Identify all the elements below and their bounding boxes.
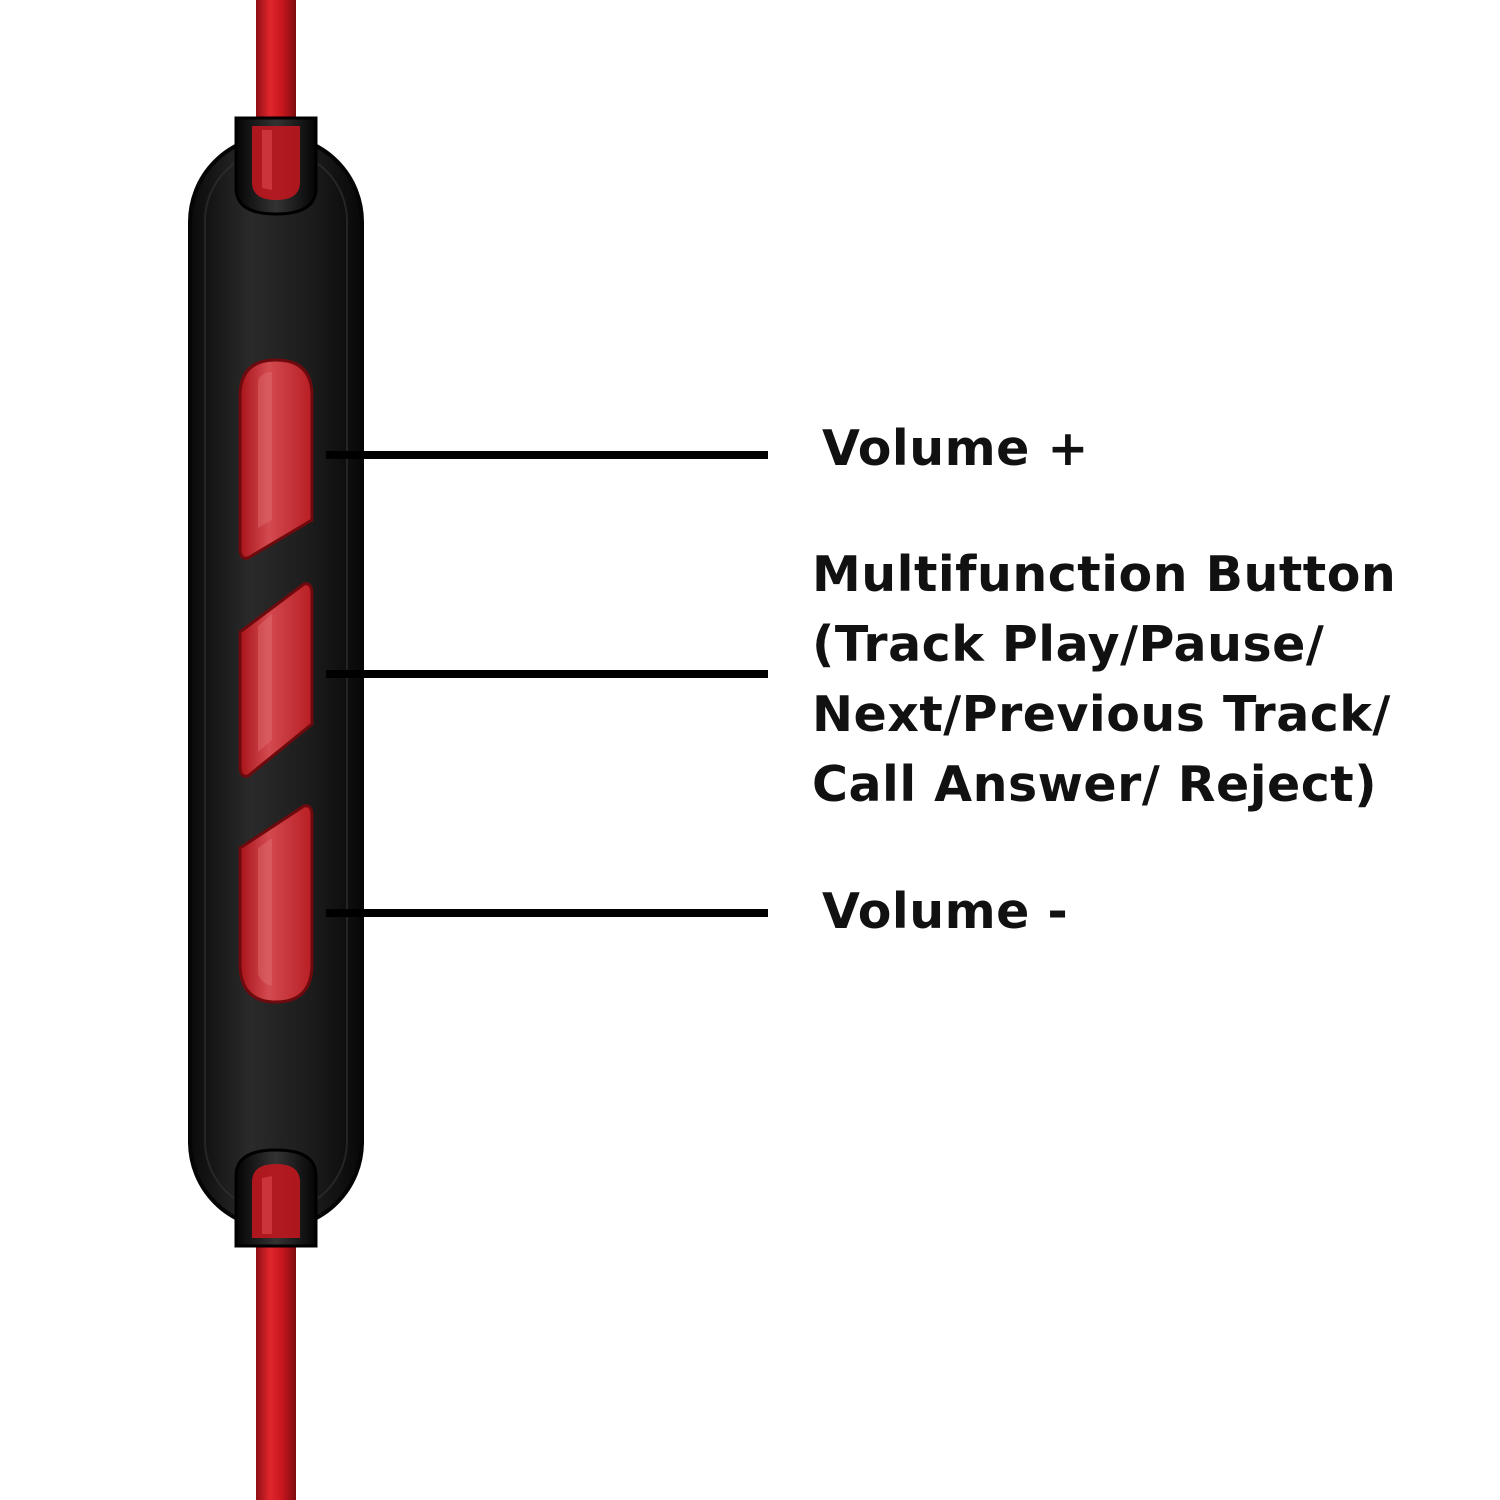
multifunction-label-line-1: Multifunction Button — [812, 540, 1396, 610]
multifunction-label: Multifunction Button (Track Play/Pause/ … — [812, 540, 1396, 820]
strain-relief-bottom — [236, 1150, 316, 1246]
volume-up-label: Volume + — [822, 414, 1089, 484]
volume-down-label: Volume - — [822, 877, 1068, 947]
strain-relief-top — [236, 118, 316, 214]
multifunction-label-line-3: Next/Previous Track/ — [812, 680, 1396, 750]
multifunction-label-line-2: (Track Play/Pause/ — [812, 610, 1396, 680]
cable-bottom — [256, 1230, 296, 1500]
multifunction-label-line-4: Call Answer/ Reject) — [812, 750, 1396, 820]
